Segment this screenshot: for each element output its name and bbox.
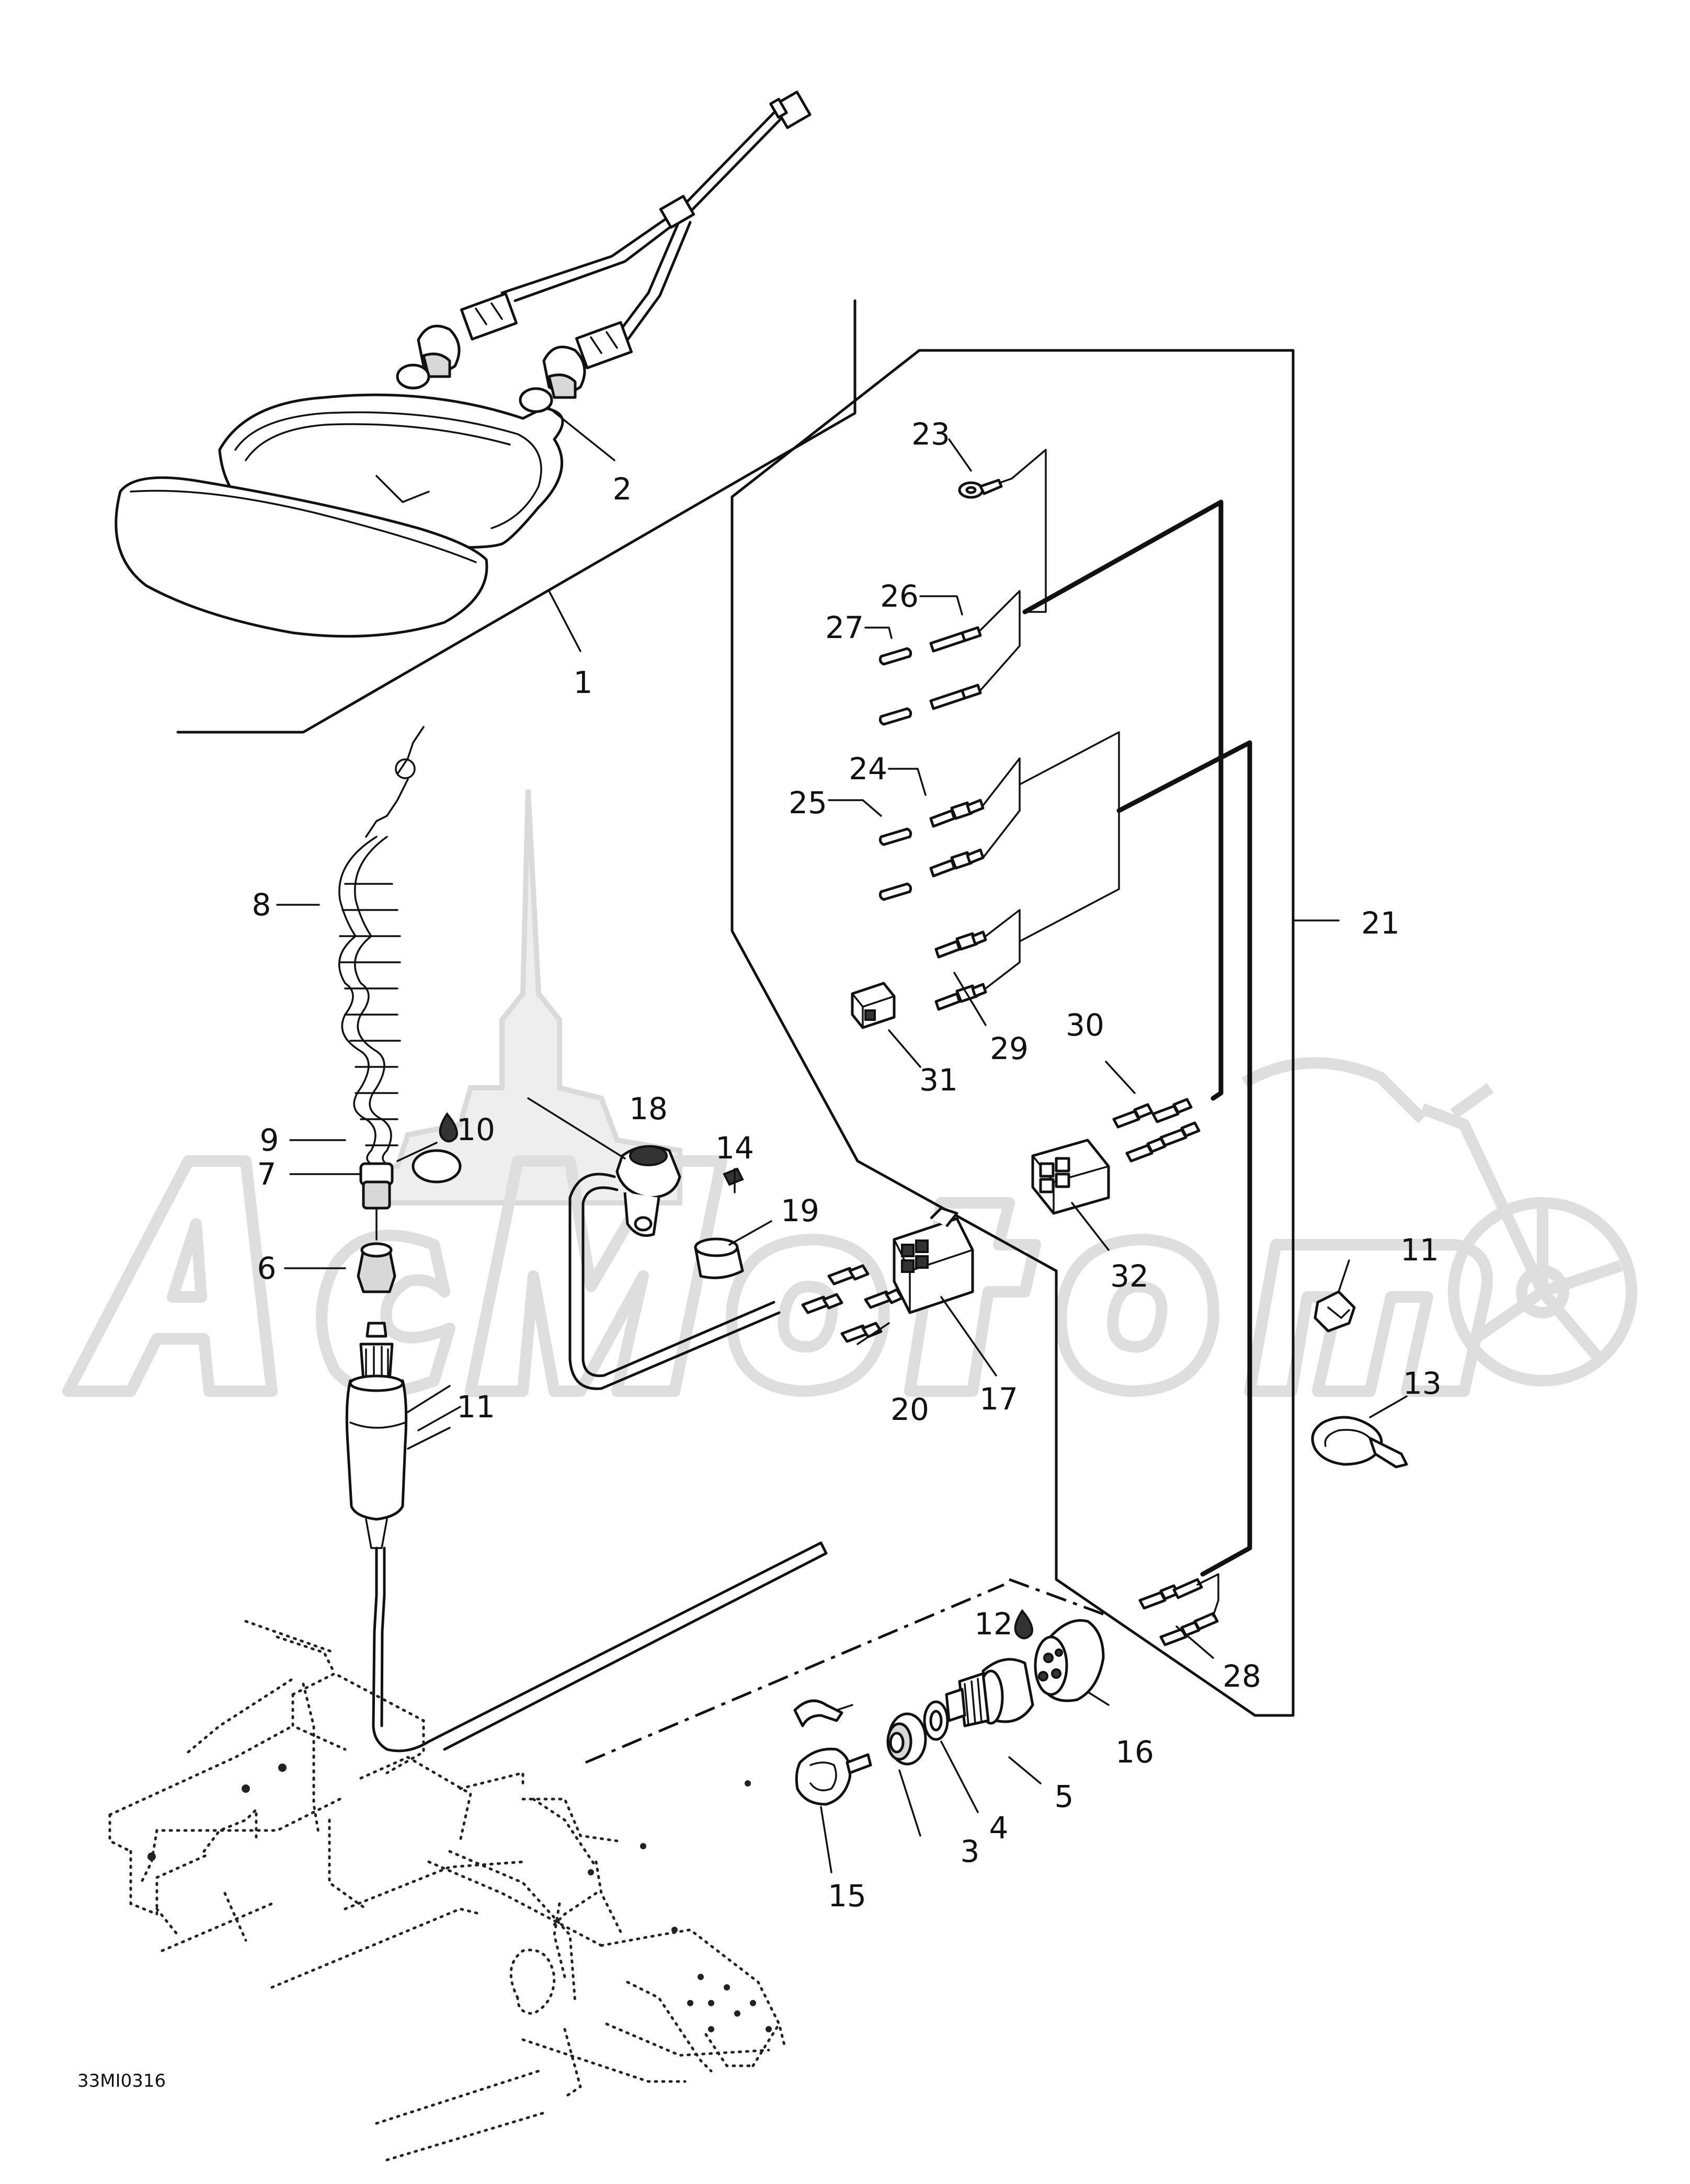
callout-11-left: 11 xyxy=(456,1389,495,1425)
callout-13: 13 xyxy=(1403,1366,1442,1401)
watermark-spire xyxy=(363,789,682,1205)
callout-3: 3 xyxy=(961,1834,980,1869)
callout-15: 15 xyxy=(828,1878,866,1914)
callout-32: 32 xyxy=(1110,1258,1149,1294)
leader-lines xyxy=(276,407,1408,1873)
switch-ring xyxy=(366,1322,387,1338)
watermark-letters xyxy=(62,1155,1493,1397)
connector-31 xyxy=(851,982,896,1029)
callout-11-right: 11 xyxy=(1400,1232,1439,1268)
droplet-icon xyxy=(1014,1609,1033,1640)
callout-19: 19 xyxy=(781,1193,819,1228)
washer-4 xyxy=(923,1700,949,1741)
terminals-29 xyxy=(934,930,987,1011)
callout-17: 17 xyxy=(979,1381,1018,1417)
callout-28: 28 xyxy=(1223,1658,1261,1694)
switch-cable xyxy=(427,1541,828,1751)
callout-10: 10 xyxy=(456,1112,495,1147)
terminals-20 xyxy=(801,1264,904,1343)
callout-12: 12 xyxy=(974,1606,1013,1642)
bulb-left xyxy=(396,324,461,390)
connector-32 xyxy=(1031,1139,1110,1215)
callout-25: 25 xyxy=(789,785,827,821)
callout-21: 21 xyxy=(1361,905,1400,941)
callout-31: 31 xyxy=(919,1062,958,1098)
throttle-switch xyxy=(568,1145,781,1390)
callout-7: 7 xyxy=(257,1156,277,1192)
headlight-lens xyxy=(115,476,488,638)
vehicle-frame xyxy=(108,1620,786,2162)
callout-27: 27 xyxy=(825,610,864,645)
terminals-24-25 xyxy=(878,799,985,901)
clip-11 xyxy=(1314,1290,1356,1333)
headlight-assembly xyxy=(115,393,564,638)
connector-panel-outline xyxy=(730,349,1295,1717)
diagram-code: 33MI0316 xyxy=(77,2071,166,2091)
callout-24: 24 xyxy=(849,751,887,787)
ring-terminal-23 xyxy=(958,477,1013,499)
callout-14: 14 xyxy=(715,1130,754,1166)
terminals-28 xyxy=(1138,1573,1219,1646)
key-15 xyxy=(793,1699,872,1806)
callout-6: 6 xyxy=(257,1250,277,1286)
terminals-30 xyxy=(1112,1098,1201,1163)
callout-8: 8 xyxy=(252,887,271,923)
callout-18: 18 xyxy=(629,1091,668,1127)
cable-tie-13 xyxy=(1311,1416,1408,1469)
ignition-switch-16 xyxy=(1034,1619,1105,1702)
callout-4: 4 xyxy=(989,1810,1009,1846)
watermark-motorcycle xyxy=(1241,1057,1637,1386)
callout-1: 1 xyxy=(574,665,593,700)
ignition-axis-line xyxy=(585,1578,1109,1764)
callout-23: 23 xyxy=(911,416,950,452)
droplet-icon xyxy=(439,1112,458,1143)
nut-3 xyxy=(886,1712,927,1766)
callout-16: 16 xyxy=(1115,1734,1154,1770)
bulb-right xyxy=(519,345,586,413)
callout-9: 9 xyxy=(260,1122,279,1158)
callout-26: 26 xyxy=(880,578,919,614)
bullet-terminals-26-27 xyxy=(878,626,982,726)
emergency-switch xyxy=(345,1242,430,1753)
callout-labels: 1 2 3 4 5 6 7 8 9 10 11 11 11 12 13 14 1… xyxy=(252,416,1442,1914)
callout-29: 29 xyxy=(990,1031,1029,1066)
callout-2: 2 xyxy=(613,471,632,507)
callout-20: 20 xyxy=(890,1392,929,1427)
wire-lower xyxy=(1116,740,1252,1577)
callout-30: 30 xyxy=(1066,1007,1104,1043)
ignition-body-5 xyxy=(945,1658,1034,1727)
headlight-harness xyxy=(396,90,812,413)
connector-housing-17 xyxy=(893,1207,974,1314)
tether-cord xyxy=(338,726,462,1241)
callout-5: 5 xyxy=(1055,1779,1074,1814)
wire-upper xyxy=(1022,499,1224,1101)
watermark xyxy=(62,789,1637,1397)
headlight-box-outline xyxy=(176,299,857,734)
switch-body xyxy=(345,1379,408,1521)
